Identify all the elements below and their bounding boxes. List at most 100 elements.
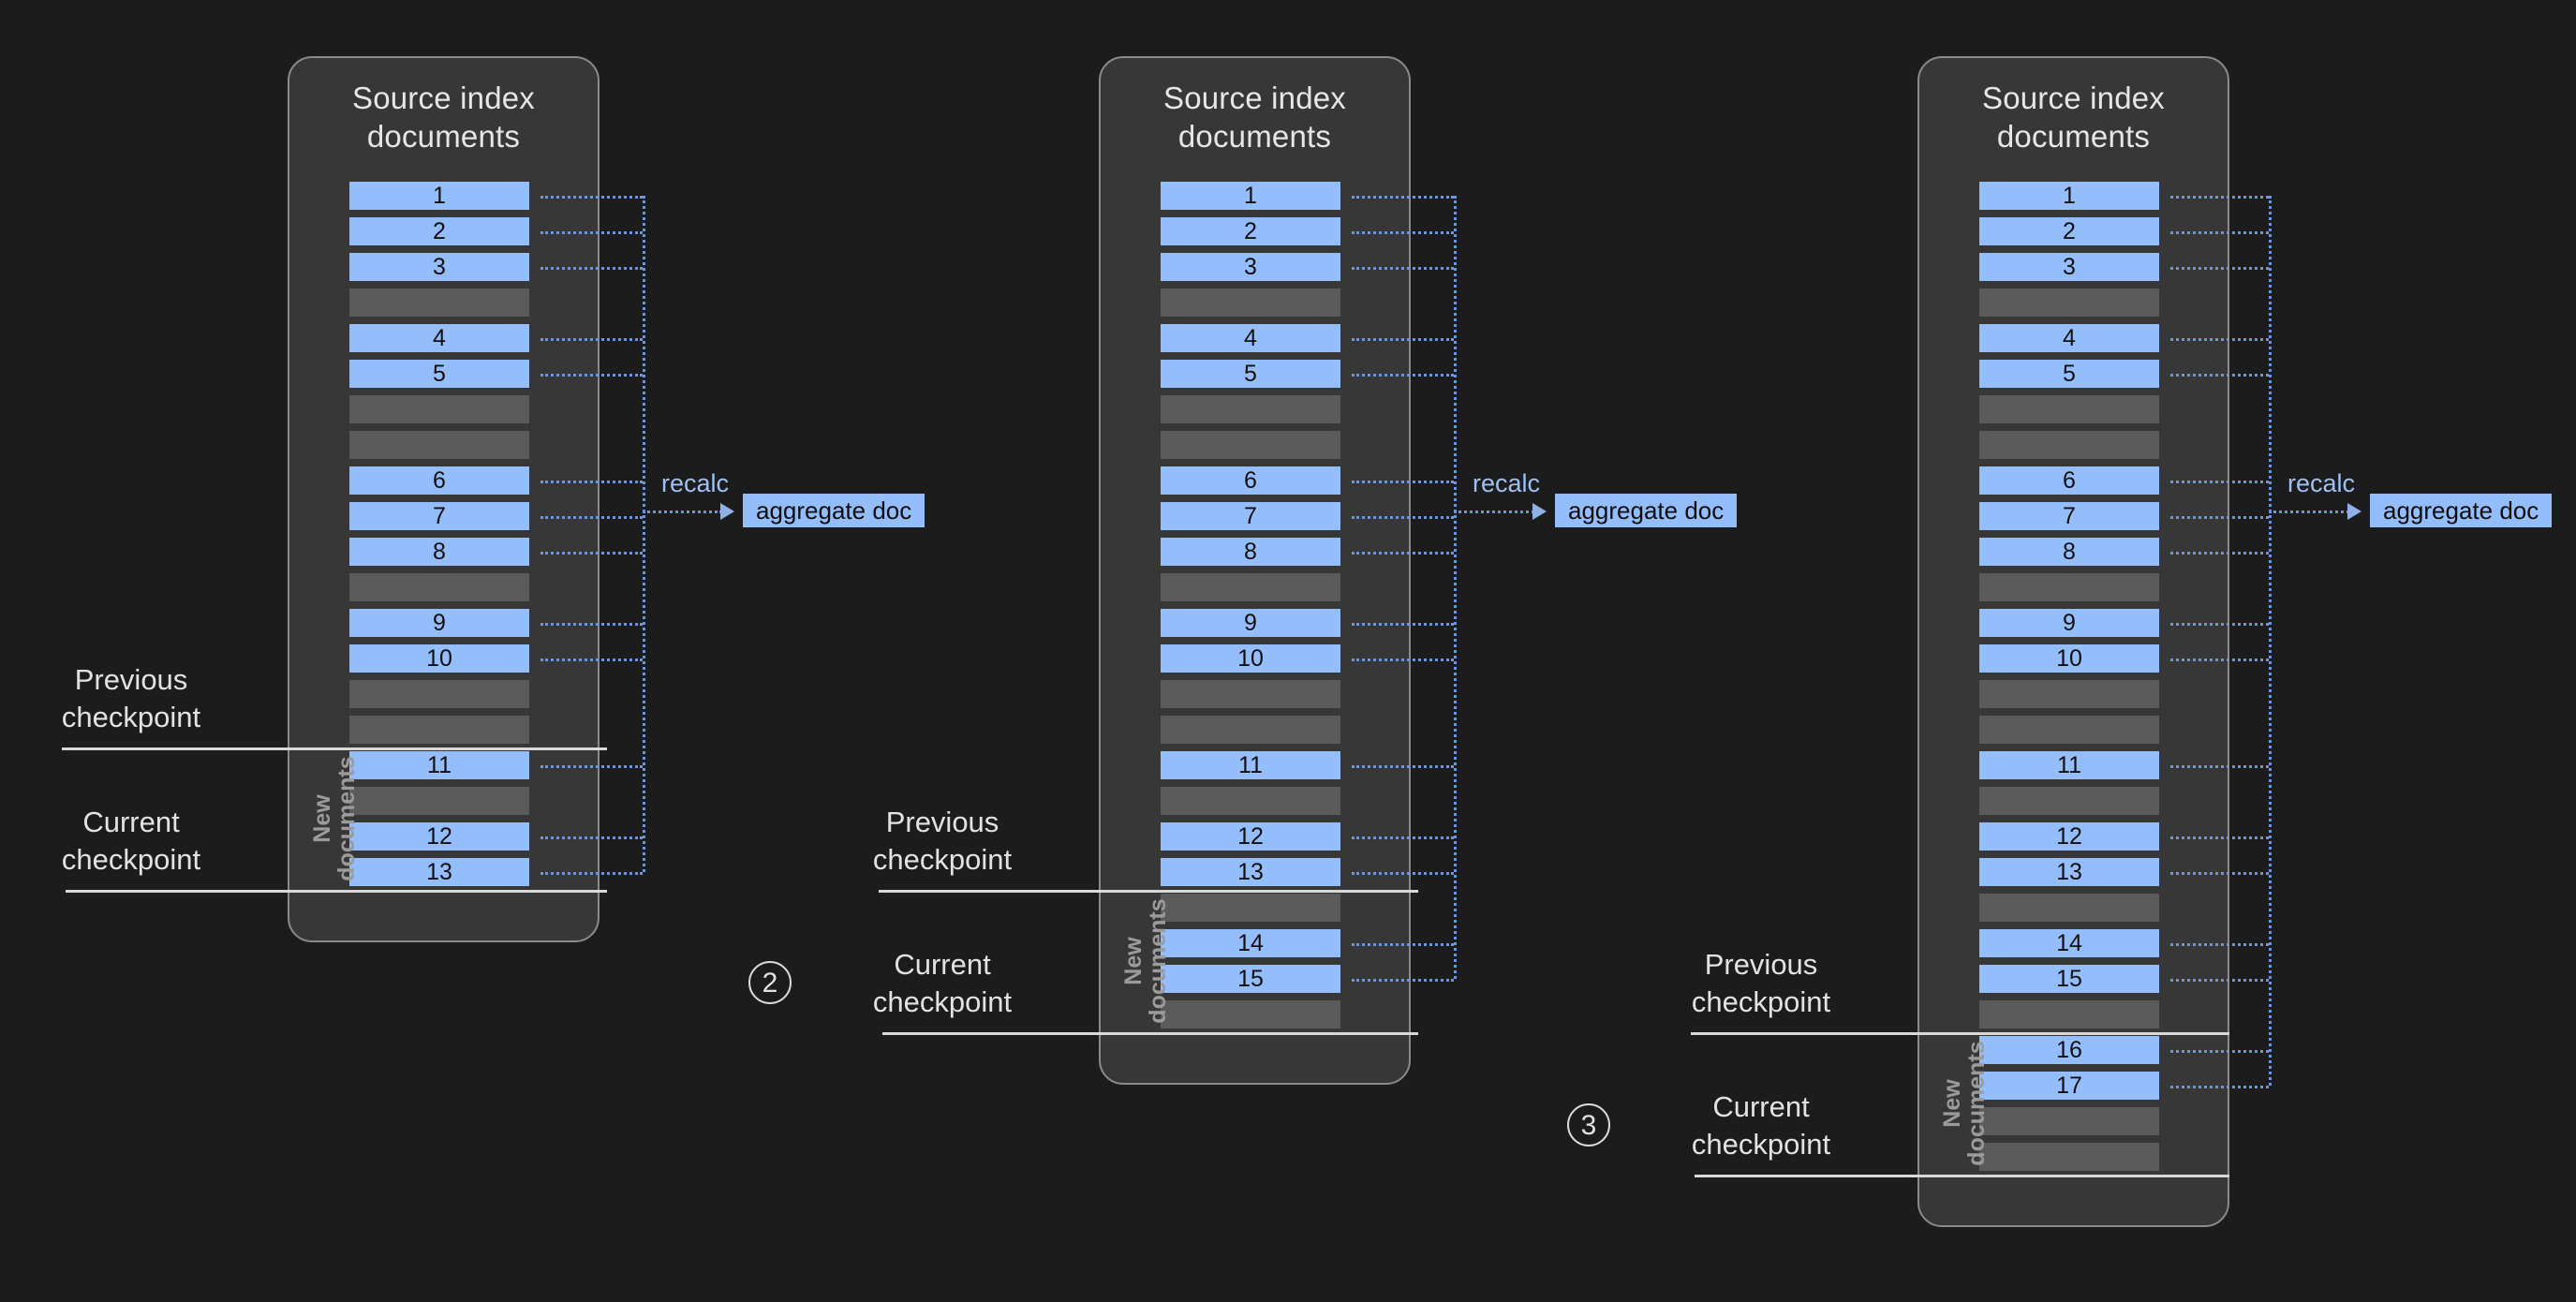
connector-line <box>2170 979 2269 982</box>
document-row: 2 <box>1161 217 1340 245</box>
aggregate-doc-box: aggregate doc <box>1555 494 1738 527</box>
document-row: 5 <box>1979 360 2159 388</box>
empty-row <box>1979 680 2159 708</box>
connector-line <box>2170 267 2269 270</box>
connector-line <box>540 516 643 519</box>
empty-row <box>1979 1107 2159 1135</box>
empty-row <box>1979 573 2159 601</box>
document-row: 3 <box>1161 253 1340 281</box>
recalc-arrow-head <box>2347 503 2361 520</box>
empty-row <box>1979 894 2159 922</box>
connector-line <box>1352 658 1454 661</box>
aggregate-doc-box: aggregate doc <box>743 494 925 527</box>
document-row: 11 <box>349 751 529 779</box>
connector-line <box>540 267 643 270</box>
document-row: 2 <box>1979 217 2159 245</box>
new-documents-label: New documents <box>1939 1041 1991 1166</box>
empty-row <box>1161 573 1340 601</box>
current-checkpoint-line <box>882 1032 1418 1035</box>
current-checkpoint-line <box>1695 1175 2229 1177</box>
connector-line <box>1352 196 1454 199</box>
connector-line <box>2170 481 2269 483</box>
connector-bus <box>2269 196 2272 1086</box>
connector-line <box>540 552 643 555</box>
connector-line <box>540 872 643 875</box>
document-row: 14 <box>1979 929 2159 957</box>
connector-line <box>1352 267 1454 270</box>
document-row: 7 <box>1161 502 1340 530</box>
empty-row <box>349 787 529 815</box>
empty-row <box>1161 787 1340 815</box>
empty-row <box>1161 289 1340 317</box>
document-row: 10 <box>1979 644 2159 673</box>
connector-line <box>2170 943 2269 946</box>
connector-line <box>2170 765 2269 768</box>
document-row: 10 <box>1161 644 1340 673</box>
recalc-label: recalc <box>661 469 730 497</box>
document-row: 4 <box>349 324 529 352</box>
document-row: 7 <box>1979 502 2159 530</box>
new-documents-label: New documents <box>1120 898 1172 1024</box>
recalc-arrow-head <box>1532 503 1547 520</box>
recalc-arrow-head <box>720 503 734 520</box>
empty-row <box>1979 1000 2159 1028</box>
connector-line <box>2170 338 2269 341</box>
previous-checkpoint-line <box>62 747 607 750</box>
connector-line <box>540 196 643 199</box>
previous-checkpoint-line <box>1691 1032 2229 1035</box>
empty-row <box>349 680 529 708</box>
empty-row <box>349 431 529 459</box>
document-row: 1 <box>1161 182 1340 210</box>
recalc-arrow-line <box>643 510 722 513</box>
document-row: 1 <box>349 182 529 210</box>
connector-line <box>1352 374 1454 377</box>
document-row: 3 <box>1979 253 2159 281</box>
document-row: 9 <box>1979 609 2159 637</box>
connector-line <box>1352 872 1454 875</box>
connector-line <box>540 231 643 234</box>
document-row: 8 <box>1161 538 1340 566</box>
document-row: 13 <box>349 858 529 886</box>
empty-row <box>1979 1143 2159 1171</box>
previous-checkpoint-label: Previous checkpoint <box>61 663 201 733</box>
connector-line <box>1352 338 1454 341</box>
connector-bus <box>1454 196 1457 979</box>
document-row: 13 <box>1979 858 2159 886</box>
current-checkpoint-label: Current checkpoint <box>1691 1090 1831 1161</box>
connector-line <box>2170 516 2269 519</box>
document-row: 2 <box>349 217 529 245</box>
empty-row <box>1979 395 2159 423</box>
panel-title-2: Source index documents <box>1162 81 1347 155</box>
document-row: 6 <box>1161 466 1340 495</box>
empty-row <box>1979 716 2159 744</box>
connector-line <box>540 374 643 377</box>
empty-row <box>349 716 529 744</box>
document-row: 14 <box>1161 929 1340 957</box>
empty-row <box>349 289 529 317</box>
empty-row <box>1161 431 1340 459</box>
recalc-label: recalc <box>1473 469 1541 497</box>
connector-line <box>1352 516 1454 519</box>
panel-title-3: Source index documents <box>1981 81 2166 155</box>
connector-line <box>1352 623 1454 626</box>
connector-line <box>2170 231 2269 234</box>
document-row: 12 <box>1161 822 1340 851</box>
document-row: 4 <box>1161 324 1340 352</box>
document-row: 16 <box>1979 1036 2159 1064</box>
connector-line <box>2170 623 2269 626</box>
connector-line <box>540 481 643 483</box>
document-row: 13 <box>1161 858 1340 886</box>
connector-line <box>540 658 643 661</box>
panel-title-1: Source index documents <box>351 81 536 155</box>
document-row: 1 <box>1979 182 2159 210</box>
connector-line <box>2170 374 2269 377</box>
connector-line <box>1352 231 1454 234</box>
empty-row <box>1979 787 2159 815</box>
recalc-label: recalc <box>2287 469 2356 497</box>
current-checkpoint-line <box>66 890 607 893</box>
document-row: 9 <box>1161 609 1340 637</box>
document-row: 15 <box>1161 965 1340 993</box>
empty-row <box>1161 680 1340 708</box>
document-row: 10 <box>349 644 529 673</box>
